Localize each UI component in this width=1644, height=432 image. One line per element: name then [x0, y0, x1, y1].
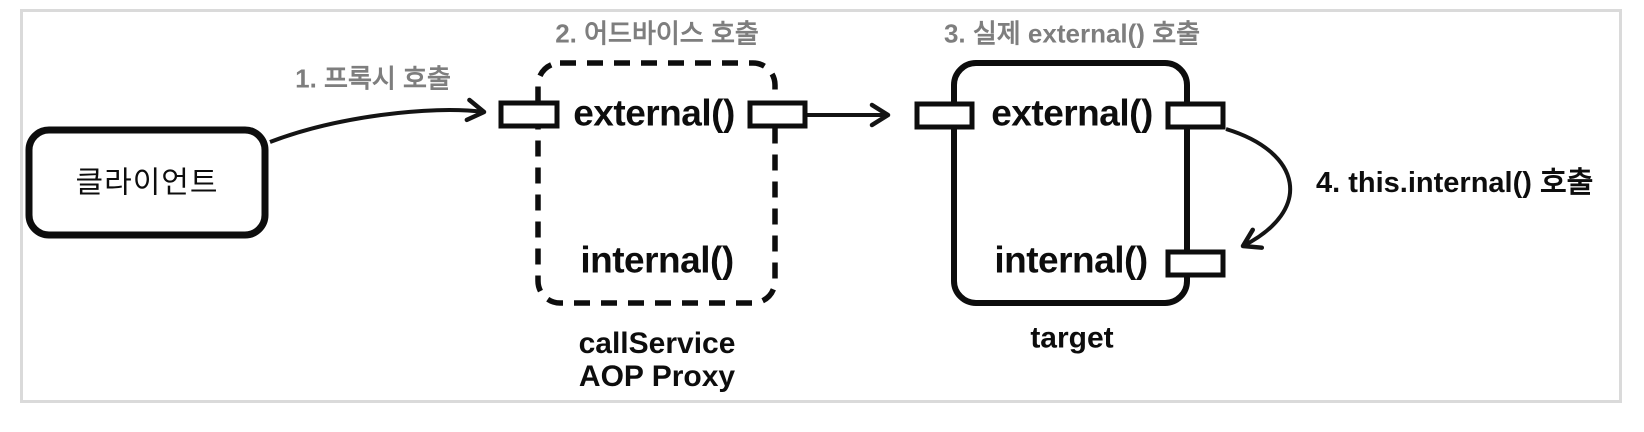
proxy-internal-method-label: internal() — [580, 239, 734, 281]
step-1-label: 1. 프록시 호출 — [295, 63, 451, 94]
target-internal-right-port — [1165, 249, 1226, 278]
step-3-label: 3. 실제 external() 호출 — [943, 18, 1201, 49]
step-4-label: 4. this.internal() 호출 — [1316, 167, 1594, 200]
target-caption: target — [1030, 321, 1114, 355]
proxy-external-method-label: external() — [573, 92, 735, 134]
proxy-box — [535, 60, 778, 306]
arrow-proxy-call — [269, 97, 487, 144]
outer-frame — [20, 9, 1622, 403]
client-label: 클라이언트 — [75, 166, 219, 200]
proxy-external-right-port — [747, 100, 808, 129]
proxy-caption: callService AOP Proxy — [579, 327, 736, 393]
target-box — [951, 60, 1190, 306]
target-internal-method-label: internal() — [994, 239, 1148, 281]
target-external-method-label: external() — [991, 92, 1153, 134]
proxy-caption-line2: AOP Proxy — [578, 360, 736, 393]
proxy-caption-line1: callService — [578, 327, 736, 360]
arrow-this-internal-call — [1225, 127, 1293, 250]
client-box — [25, 126, 269, 239]
target-external-left-port — [914, 101, 975, 130]
step-2-label: 2. 어드바이스 호출 — [555, 18, 759, 49]
target-external-right-port — [1165, 101, 1226, 130]
proxy-external-left-port — [498, 100, 560, 129]
